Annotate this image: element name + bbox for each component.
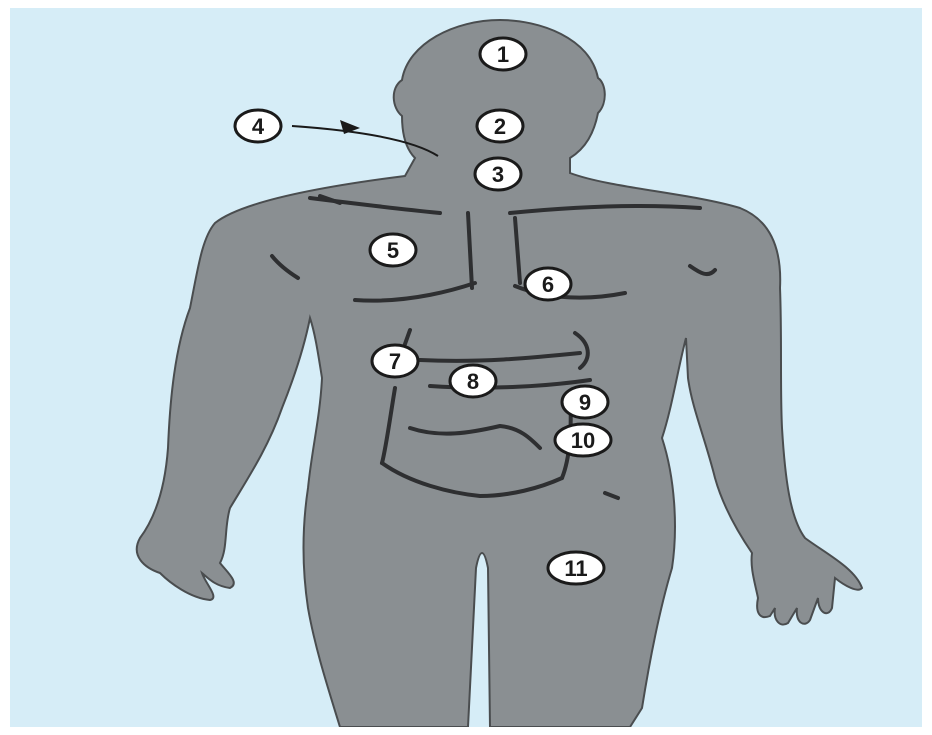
callout-9: 9: [562, 386, 608, 418]
callout-number: 1: [497, 42, 509, 67]
callout-number: 2: [494, 114, 506, 139]
callout-5: 5: [370, 234, 416, 266]
callout-number: 5: [387, 238, 399, 263]
callout-number: 6: [542, 272, 554, 297]
callout-4: 4: [235, 110, 281, 142]
callout-2: 2: [477, 110, 523, 142]
callout-6: 6: [525, 268, 571, 300]
diagram-frame: 1 2 3 4 5 6 7 8 9 10 11: [10, 8, 922, 727]
callout-number: 11: [564, 556, 587, 581]
human-body-diagram: 1 2 3 4 5 6 7 8 9 10 11: [10, 8, 922, 727]
callout-3: 3: [475, 158, 521, 190]
callout-number: 9: [579, 390, 591, 415]
callout-8: 8: [450, 365, 496, 397]
callout-1: 1: [480, 38, 526, 70]
callout-number: 8: [467, 369, 479, 394]
callout-number: 10: [571, 428, 595, 453]
callout-number: 4: [252, 114, 265, 139]
callout-number: 7: [389, 349, 401, 374]
callout-7: 7: [372, 345, 418, 377]
callout-11: 11: [548, 552, 604, 584]
callout-10: 10: [555, 424, 611, 456]
callout-number: 3: [492, 162, 504, 187]
